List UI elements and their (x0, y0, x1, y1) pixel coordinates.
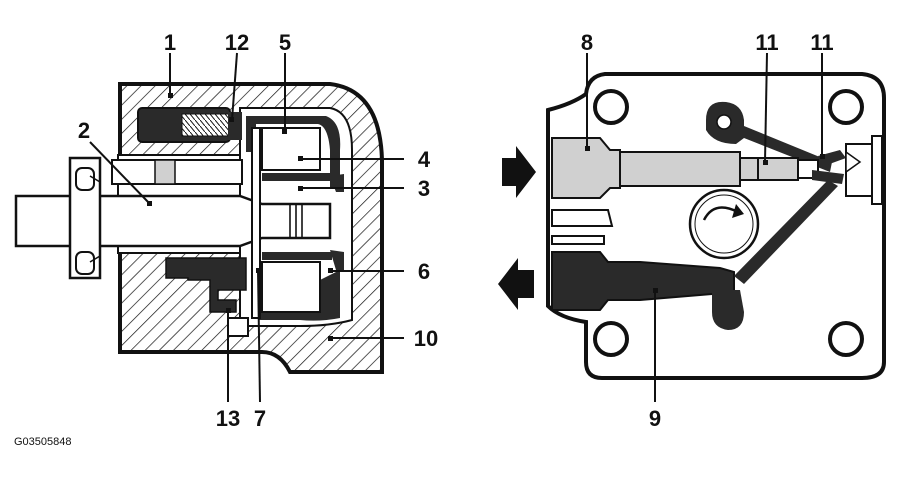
callout-10: 10 (414, 326, 438, 351)
gerotor-upper-block (261, 127, 321, 171)
valve-cone (845, 150, 862, 174)
outlet-branch (712, 290, 744, 330)
inlet-passage (551, 137, 621, 199)
callout-6: 6 (418, 259, 430, 284)
figure-id: G03505848 (14, 436, 72, 448)
shaft-sleeve (111, 159, 243, 185)
port-tab (330, 250, 344, 270)
valve-poppet-lower (812, 170, 844, 184)
leader-dots (147, 93, 825, 341)
clockwise-rotation-icon (702, 204, 744, 221)
arrow-left-icon (498, 258, 534, 310)
valve-cap-end (871, 135, 883, 205)
callout-9: 9 (649, 406, 661, 431)
bolt-hole-bottom-right (828, 321, 864, 357)
shaft-collar (154, 159, 176, 185)
callout-12: 12 (225, 30, 249, 55)
callout-4: 4 (418, 147, 431, 172)
bolt-hole-bottom-left (593, 321, 629, 357)
bolt-hole-top-right (828, 89, 864, 125)
rotation-gauge-inner (694, 194, 754, 254)
cross-passage (551, 209, 614, 227)
callout-5: 5 (279, 30, 291, 55)
end-view (546, 72, 886, 380)
arrow-right-icon (502, 146, 536, 198)
bolt-hole-top-left (593, 89, 629, 125)
rotation-gauge (688, 188, 760, 260)
vane-lower (262, 252, 332, 260)
shaft-seal (68, 156, 102, 280)
callout-7: 7 (254, 406, 266, 431)
callout-13: 13 (216, 406, 240, 431)
inlet-channel (619, 151, 741, 187)
callout-11-left: 11 (755, 30, 778, 55)
callout-8: 8 (581, 30, 593, 55)
callout-2: 2 (78, 118, 90, 143)
upper-relief-hole (716, 114, 732, 130)
side-section-view (14, 82, 384, 374)
port-plate (251, 127, 261, 319)
upper-relief-channel (706, 101, 832, 172)
vane-upper (262, 173, 332, 181)
callout-3: 3 (418, 176, 430, 201)
gerotor-lower-block (261, 261, 321, 313)
drive-shaft (14, 194, 332, 248)
callout-1: 1 (164, 30, 176, 55)
plug-tip (228, 112, 242, 140)
outlet-diagonal-passage (734, 180, 838, 284)
cross-passage-lower (551, 235, 605, 245)
relief-passage (165, 257, 247, 313)
callout-11-right: 11 (810, 30, 833, 55)
plug-thread (181, 113, 231, 137)
relief-valve-seat (227, 317, 249, 337)
valve-poppet-upper (818, 150, 846, 166)
shaft-splines (289, 204, 303, 238)
leader-lines (89, 52, 823, 403)
